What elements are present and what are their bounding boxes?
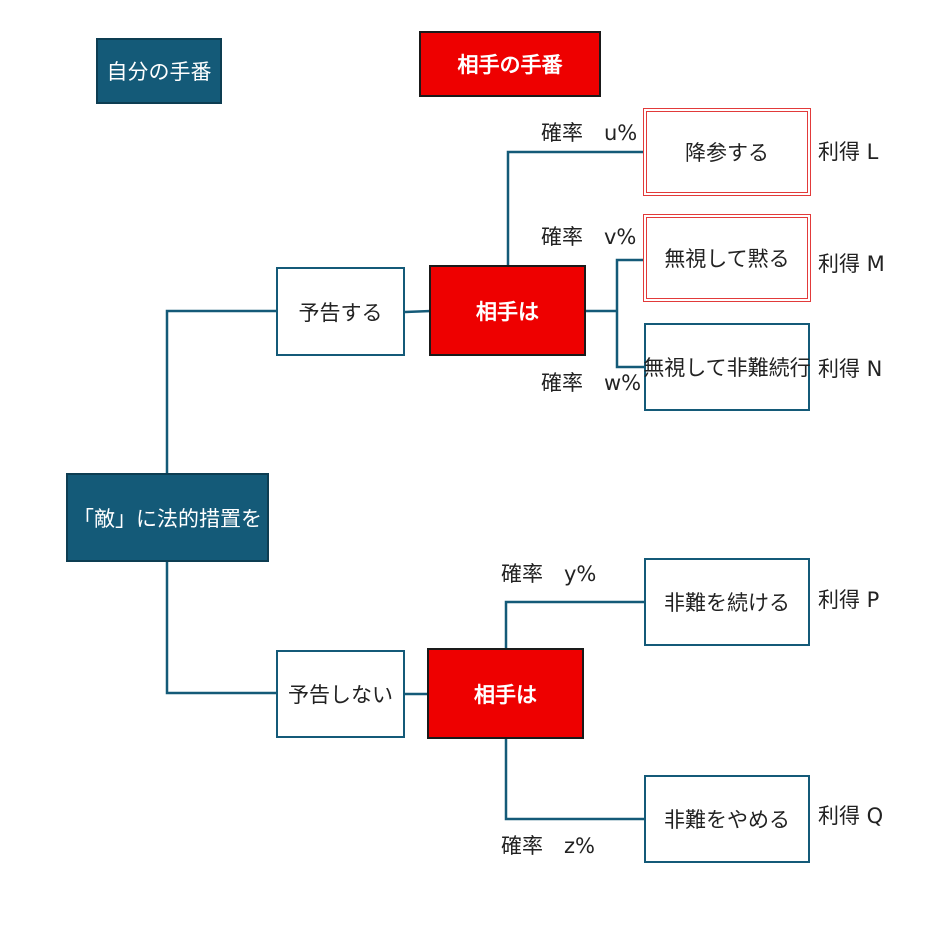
outcome-stop-criticism: 非難をやめる — [644, 775, 810, 863]
legend-self-turn: 自分の手番 — [96, 38, 222, 104]
node-announce: 予告する — [276, 267, 405, 356]
connector-announce-opponent — [404, 309, 432, 314]
legend-opponent-turn: 相手の手番 — [419, 31, 601, 97]
connector-opp1-surrender — [506, 150, 644, 267]
probability-y: 確率 y% — [501, 562, 597, 586]
connector-root-no-announce — [165, 561, 276, 695]
payoff-l: 利得 L — [818, 140, 879, 164]
payoff-m: 利得 M — [818, 252, 885, 276]
connector-opp1-silent — [615, 258, 644, 311]
probability-u: 確率 u% — [541, 121, 638, 145]
outcome-ignore-continue: 無視して非難続行 — [643, 323, 811, 411]
node-no-announce: 予告しない — [276, 650, 405, 738]
node-opponent-announce: 相手は — [429, 265, 586, 356]
outcome-surrender: 降参する — [643, 108, 811, 196]
payoff-n: 利得 N — [818, 357, 883, 381]
connector-root-announce — [165, 309, 276, 476]
payoff-p: 利得 P — [818, 588, 880, 612]
payoff-q: 利得 Q — [818, 804, 884, 828]
connector-opp2-stop — [504, 738, 644, 821]
probability-z: 確率 z% — [501, 834, 595, 858]
node-opponent-no-announce: 相手は — [427, 648, 584, 739]
outcome-ignore-silent: 無視して黙る — [643, 214, 811, 302]
connector-opp2-continue — [504, 600, 644, 650]
root-node: 「敵」に法的措置を — [66, 473, 269, 562]
probability-v: 確率 v% — [541, 225, 637, 249]
probability-w: 確率 w% — [541, 371, 642, 395]
connector-opp1-continue — [615, 311, 644, 369]
outcome-continue-criticism: 非難を続ける — [644, 558, 810, 646]
